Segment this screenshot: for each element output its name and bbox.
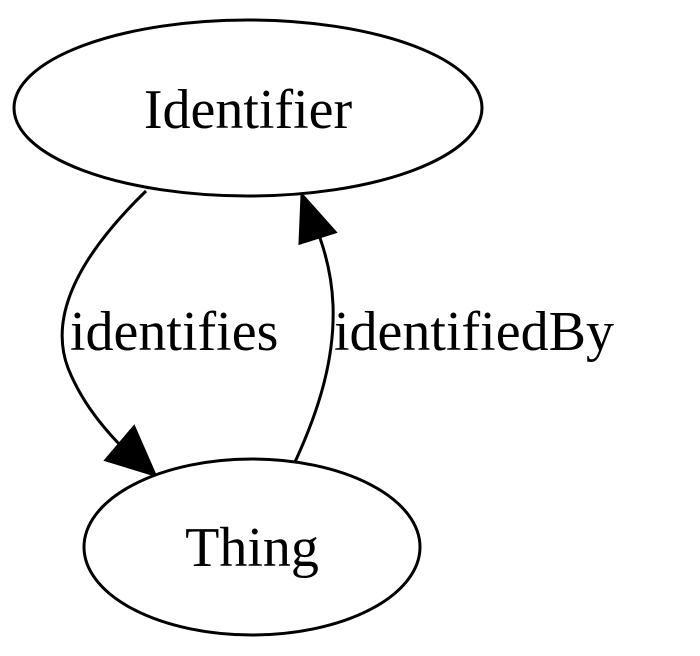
edge-identified-by-label: identifiedBy bbox=[334, 301, 614, 363]
edge-identifies-line bbox=[60, 189, 148, 447]
node-thing: Thing bbox=[82, 457, 422, 637]
edge-identified-by: identifiedBy bbox=[293, 191, 614, 463]
node-identifier: Identifier bbox=[12, 18, 484, 198]
edge-identified-by-line bbox=[293, 237, 335, 463]
edge-identified-by-arrowhead bbox=[298, 191, 338, 246]
edge-identifies: identifies bbox=[60, 189, 278, 478]
node-thing-label: Thing bbox=[185, 517, 319, 579]
node-identifier-label: Identifier bbox=[144, 79, 353, 141]
edge-identifies-arrowhead bbox=[103, 424, 158, 478]
node-thing-shape bbox=[82, 457, 422, 637]
edge-identifies-label: identifies bbox=[70, 301, 278, 363]
node-identifier-shape bbox=[12, 18, 484, 198]
